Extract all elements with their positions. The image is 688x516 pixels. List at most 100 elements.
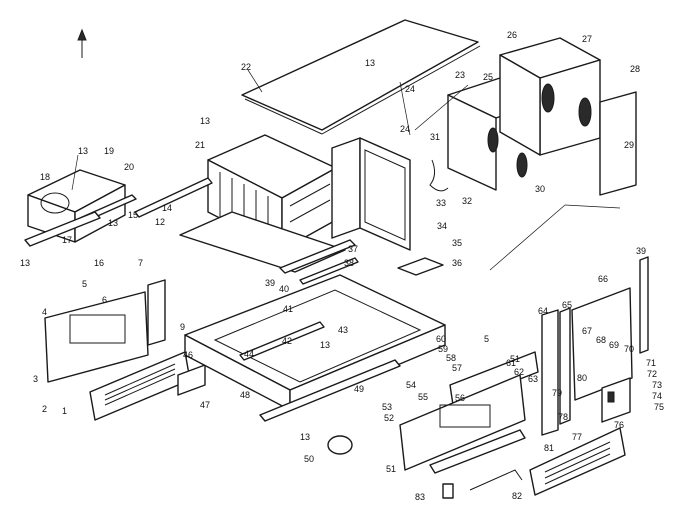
callout: 13 bbox=[365, 58, 375, 68]
callout: 51 bbox=[386, 464, 396, 474]
callout: 38 bbox=[344, 258, 354, 268]
callout: 13 bbox=[108, 218, 118, 228]
large-back-panel bbox=[571, 287, 633, 401]
callout: 81 bbox=[544, 443, 554, 453]
callout: 74 bbox=[652, 391, 662, 401]
callout: 50 bbox=[304, 454, 314, 464]
callout: 66 bbox=[598, 274, 608, 284]
bottom-rail bbox=[259, 359, 401, 422]
callout: 13 bbox=[300, 432, 310, 442]
callout: 33 bbox=[436, 198, 446, 208]
callout: 13 bbox=[320, 340, 330, 350]
callout: 72 bbox=[647, 369, 657, 379]
callout: 36 bbox=[452, 258, 462, 268]
callout: 70 bbox=[624, 344, 634, 354]
callout: 32 bbox=[462, 196, 472, 206]
callout: 71 bbox=[646, 358, 656, 368]
top-panel bbox=[241, 19, 479, 131]
callout: 39 bbox=[636, 246, 646, 256]
callout: 20 bbox=[124, 162, 134, 172]
callout: 83 bbox=[415, 492, 425, 502]
callout: 78 bbox=[558, 412, 568, 422]
callout: 69 bbox=[609, 340, 619, 350]
callout: 44 bbox=[244, 349, 254, 359]
callout: 19 bbox=[104, 146, 114, 156]
callout: 76 bbox=[614, 420, 624, 430]
wire-harness bbox=[429, 159, 449, 192]
callout: 4 bbox=[42, 307, 47, 317]
lower-rail bbox=[239, 321, 325, 361]
callout: 34 bbox=[437, 221, 447, 231]
callout: 13 bbox=[200, 116, 210, 126]
callout: 27 bbox=[582, 34, 592, 44]
callout: 39 bbox=[265, 278, 275, 288]
callout: 56 bbox=[455, 393, 465, 403]
small-front-panel bbox=[177, 364, 206, 396]
callout-numbers: 1 2 3 4 5 5 6 7 9 12 13 13 13 13 13 13 1… bbox=[20, 30, 664, 502]
callout: 17 bbox=[62, 235, 72, 245]
callout: 64 bbox=[538, 306, 548, 316]
callout: 37 bbox=[348, 244, 358, 254]
callout: 63 bbox=[528, 374, 538, 384]
callout: 26 bbox=[507, 30, 517, 40]
access-door bbox=[331, 137, 411, 251]
callout: 16 bbox=[94, 258, 104, 268]
callout: 2 bbox=[42, 404, 47, 414]
callout: 58 bbox=[446, 353, 456, 363]
bottom-channel bbox=[429, 429, 526, 474]
vertical-strip-65 bbox=[559, 307, 571, 425]
callout: 43 bbox=[338, 325, 348, 335]
callout: 18 bbox=[40, 172, 50, 182]
callout: 1 bbox=[62, 406, 67, 416]
callout: 31 bbox=[430, 132, 440, 142]
vertical-rod bbox=[639, 256, 649, 354]
callout: 60 bbox=[436, 334, 446, 344]
vertical-strip-64 bbox=[541, 309, 559, 436]
callout: 68 bbox=[596, 335, 606, 345]
callout: 77 bbox=[572, 432, 582, 442]
callout: 21 bbox=[195, 140, 205, 150]
callout: 29 bbox=[624, 140, 634, 150]
callout: 25 bbox=[483, 72, 493, 82]
callout: 52 bbox=[384, 413, 394, 423]
callout: 24 bbox=[400, 124, 410, 134]
callout: 57 bbox=[452, 363, 462, 373]
callout: 54 bbox=[406, 380, 416, 390]
callout: 82 bbox=[512, 491, 522, 501]
callout: 22 bbox=[241, 62, 251, 72]
right-front-grille bbox=[529, 427, 626, 496]
callout: 13 bbox=[78, 146, 88, 156]
blower-base-bracket bbox=[24, 211, 101, 247]
callout: 61 bbox=[506, 358, 516, 368]
short-rail bbox=[299, 257, 359, 285]
mounting-bracket bbox=[469, 469, 523, 491]
callout: 59 bbox=[438, 344, 448, 354]
right-side-panel bbox=[399, 351, 539, 471]
callout: 12 bbox=[155, 217, 165, 227]
vertical-divider-strip bbox=[147, 279, 166, 346]
callout: 46 bbox=[183, 350, 193, 360]
callout: 41 bbox=[283, 304, 293, 314]
callout: 40 bbox=[279, 284, 289, 294]
callout: 23 bbox=[455, 70, 465, 80]
callout: 80 bbox=[577, 373, 587, 383]
callout: 6 bbox=[102, 295, 107, 305]
callout: 5 bbox=[82, 279, 87, 289]
callout: 48 bbox=[240, 390, 250, 400]
callout: 51 bbox=[510, 354, 520, 364]
callout: 73 bbox=[652, 380, 662, 390]
callout: 14 bbox=[162, 203, 172, 213]
angle-bracket-long bbox=[134, 177, 213, 218]
left-side-panel bbox=[44, 291, 149, 383]
direction-arrow bbox=[77, 28, 87, 58]
callout: 62 bbox=[514, 367, 524, 377]
callout: 53 bbox=[382, 402, 392, 412]
callout: 79 bbox=[552, 388, 562, 398]
coil-block bbox=[447, 37, 637, 196]
callout: 55 bbox=[418, 392, 428, 402]
callout: 67 bbox=[582, 326, 592, 336]
left-front-grille bbox=[89, 351, 191, 421]
callout: 7 bbox=[138, 258, 143, 268]
